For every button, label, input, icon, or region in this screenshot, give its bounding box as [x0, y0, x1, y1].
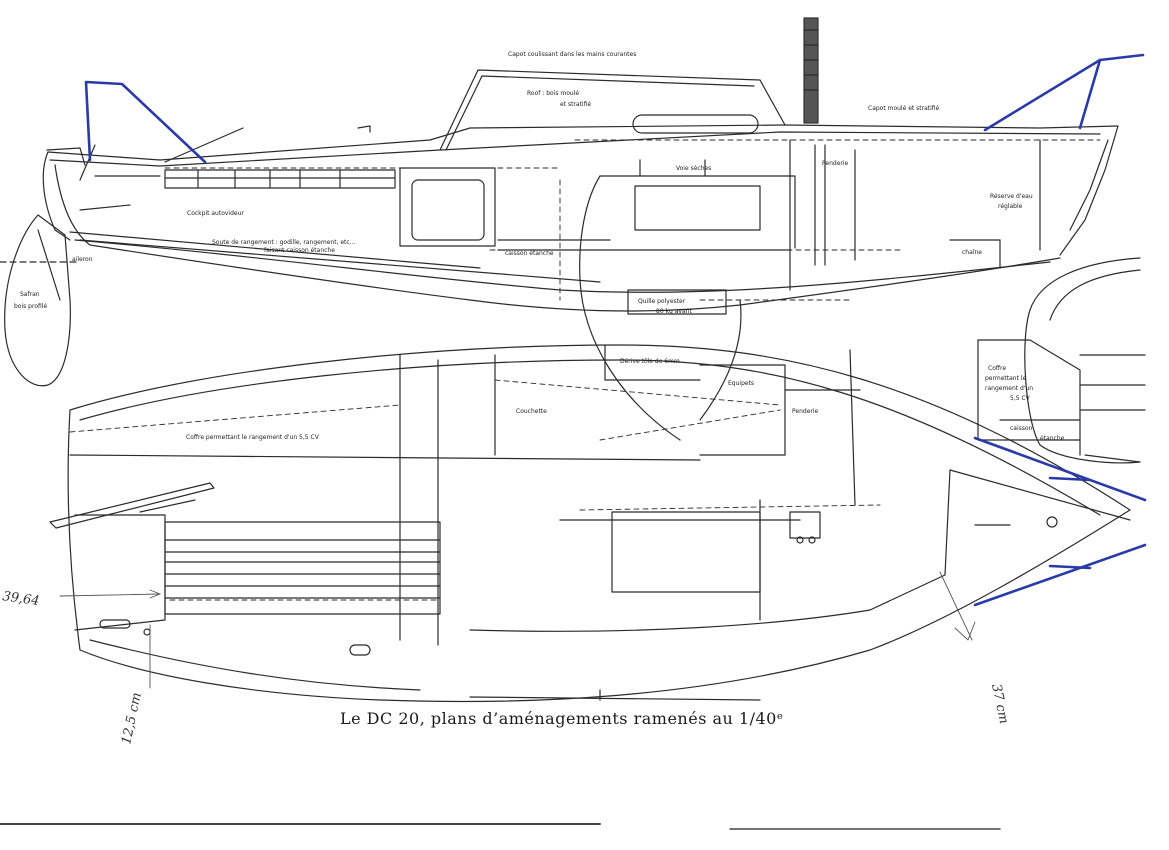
label-penderie-plan: Penderie [792, 408, 819, 415]
label-reserve: Réserve d'eau [990, 193, 1033, 200]
label-equipets: Equipets [728, 380, 754, 387]
label-capot-coulissant: Capot coulissant dans les mains courante… [508, 51, 636, 58]
label-coffre-side-4: 5,5 CV [1010, 395, 1031, 402]
label-reserve-2: réglable [998, 203, 1023, 210]
scan-lines [0, 823, 1001, 830]
dimension-lines [59, 571, 976, 689]
label-coffre-side-3: rangement d'un [985, 385, 1033, 392]
label-quille-2: 80 kg avant [656, 308, 692, 315]
label-caisson-etanche: caisson étanche [505, 250, 554, 257]
label-capot-moule: Capot moulé et stratifié [868, 105, 940, 112]
dim-12-5-cm: 12,5 cm [119, 691, 145, 746]
dim-39-64: 39,64 [1, 589, 40, 609]
label-couchette: Couchette [516, 408, 547, 415]
label-coffre-side: Coffre [988, 365, 1006, 372]
label-safran: Safran [20, 291, 40, 298]
forepeak-section [977, 257, 1146, 464]
label-aileron: aileron [72, 256, 93, 263]
label-chaine: chaîne [962, 249, 982, 256]
label-soute-2: faisant caisson étanche [264, 247, 335, 254]
dim-37-cm: 37 cm [988, 683, 1011, 726]
label-roof: Roof : bois moulé [527, 90, 579, 97]
plan-labels: Capot coulissant dans les mains courante… [14, 51, 1065, 442]
label-quille: Quille polyester [638, 298, 686, 305]
label-caisson-side: caisson [1010, 425, 1033, 432]
label-penderie-side: Penderie [822, 160, 849, 167]
label-soute: Soute de rangement : godille, rangement,… [212, 239, 356, 246]
hidden-lines [164, 139, 1101, 301]
blue-annotations [84, 53, 1147, 607]
handwritten-dimensions: 39,64 12,5 cm 37 cm [1, 589, 1011, 746]
label-cockpit: Cockpit autovideur [187, 210, 244, 217]
figure-caption: Le DC 20, plans d’aménagements ramenés a… [340, 709, 784, 728]
side-elevation-hull [42, 17, 1119, 441]
label-derive: Dérive tôle de 6mm [620, 358, 680, 365]
rudder-side [0, 214, 81, 387]
label-coffre-side-2: permettant le [985, 375, 1027, 382]
label-coffre-plan: Coffre permettant le rangement d'un 5,5 … [186, 434, 320, 441]
label-safran-2: bois profilé [14, 303, 47, 310]
label-voie-seches: Voie sèches [676, 165, 711, 172]
plan-hidden-lines [69, 379, 881, 601]
label-roof-2: et stratifié [560, 101, 591, 108]
label-caisson-side-2: étanche [1040, 435, 1065, 442]
plan-view-hull [49, 344, 1131, 703]
